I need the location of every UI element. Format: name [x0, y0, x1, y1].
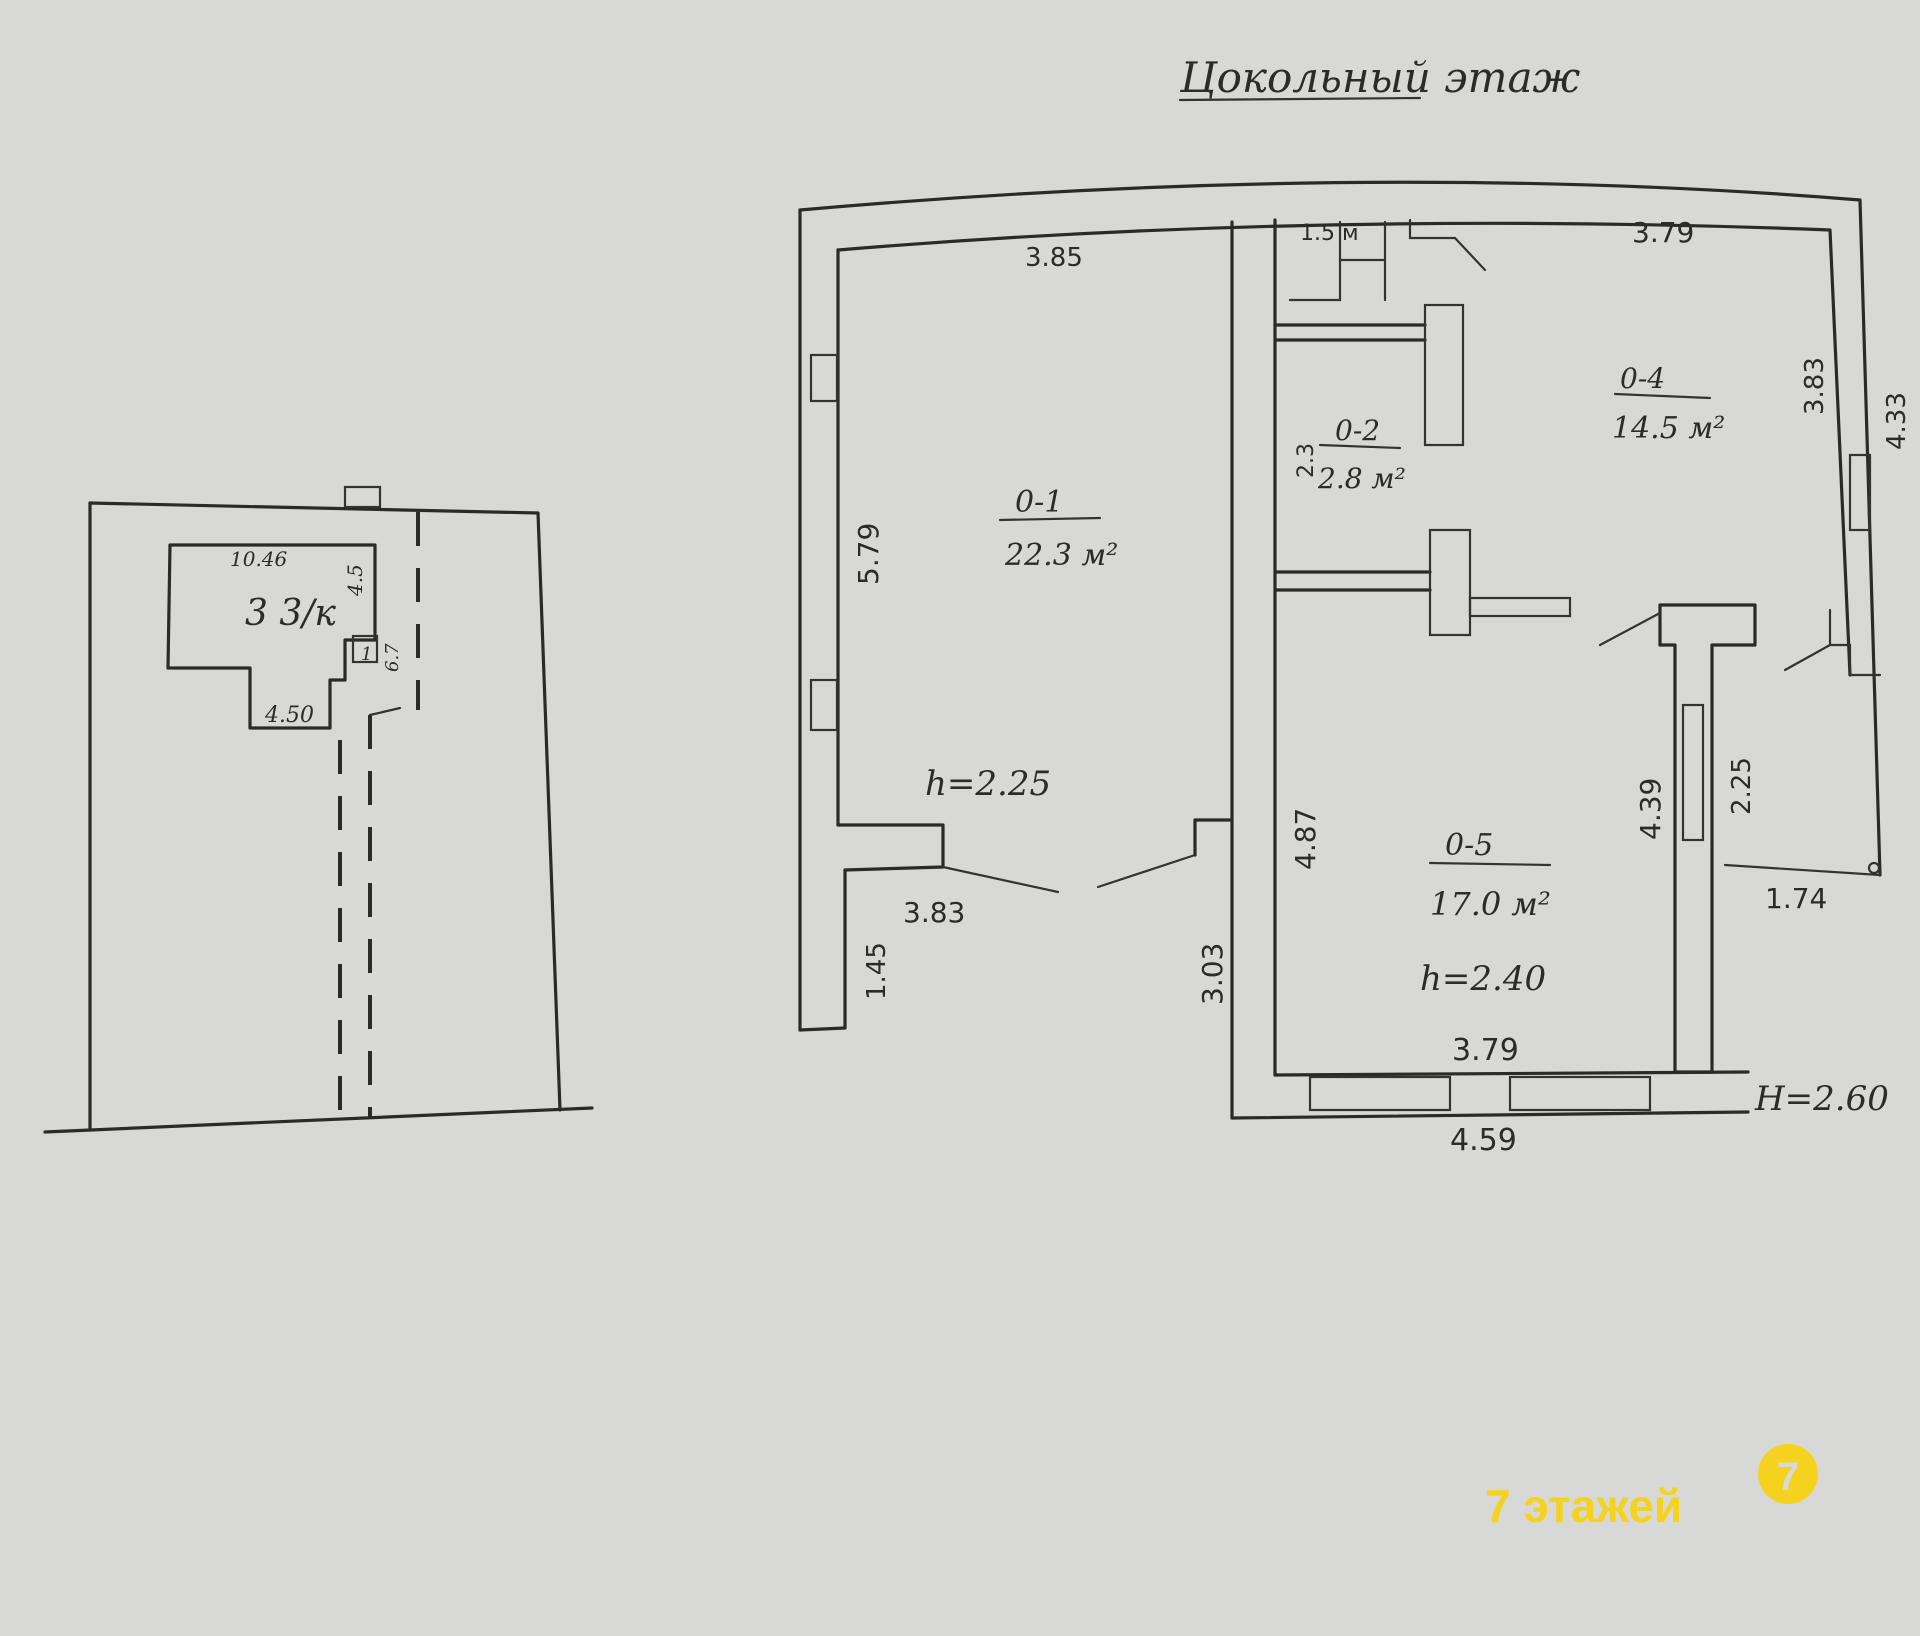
room-0-1-underline — [998, 516, 1102, 522]
room-0-1-id: 0-1 — [1015, 485, 1063, 520]
site-boundary-top-right — [88, 501, 562, 1112]
dim-top-right-width: 3.79 — [1632, 216, 1694, 249]
site-gate-marker — [343, 485, 382, 509]
dim-top-left-width: 3.85 — [1025, 243, 1083, 273]
door-swing-right — [1096, 853, 1197, 889]
dim-bottom-left-short: 1.45 — [862, 942, 892, 1000]
dim-right-inner: 3.83 — [1800, 357, 1830, 415]
room-0-5-area: 17.0 м² — [1430, 885, 1551, 923]
dim-top-stair: 1.5 м — [1300, 221, 1359, 246]
outer-wall-top-curved — [798, 180, 1882, 877]
door-swing-left — [941, 865, 1060, 894]
stair-entry — [1408, 218, 1487, 272]
right-wall-step — [1828, 608, 1882, 677]
site-path-connector — [368, 706, 402, 717]
room-0-5-id: 0-5 — [1445, 828, 1493, 863]
dim-bottom-outer-width: 4.59 — [1450, 1123, 1517, 1158]
room-0-2-id: 0-2 — [1335, 414, 1380, 447]
height-room-0-1: h=2.25 — [925, 764, 1051, 804]
site-building-label: 3 3/к — [245, 593, 336, 634]
central-partition-stub — [1468, 596, 1572, 618]
brand-logo-text: 7 этажей — [1485, 1480, 1682, 1532]
outer-wall-bottom — [1230, 1110, 1750, 1120]
inner-wall-bottom — [1273, 1070, 1750, 1077]
dim-room-0-5-height: 4.87 — [1289, 808, 1322, 870]
dim-corridor-height: 4.39 — [1634, 778, 1667, 840]
site-width-label: 10.46 — [230, 547, 288, 571]
room-0-1-area: 22.3 м² — [1004, 538, 1118, 573]
outer-wall-left-bottom — [798, 1026, 847, 1032]
corridor-wall — [1658, 603, 1757, 1074]
basement-floor-plan: 0-1 22.3 м² 0-2 2.8 м² 0-4 14.5 м² 0-5 1… — [798, 180, 1912, 1158]
site-porch-marker — [351, 634, 379, 664]
dim-bottom-left-width: 3.83 — [903, 896, 965, 929]
right-corner-mark — [1867, 861, 1881, 875]
corridor-niche — [1681, 703, 1705, 842]
window-bottom-right — [1508, 1075, 1652, 1112]
site-boundary-bottom — [43, 1106, 594, 1134]
dim-right-offset: 1.74 — [1765, 882, 1827, 915]
window-left-upper — [809, 353, 839, 403]
room-0-2-underline — [1318, 443, 1402, 450]
brand-logo-badge-number: 7 — [1777, 1455, 1799, 1499]
title-underline — [1178, 96, 1422, 102]
site-building-footprint — [166, 543, 377, 730]
site-plan: 10.46 3 3/к 4.50 4.5 6.7 1 — [43, 485, 594, 1134]
room-0-5-underline — [1428, 861, 1552, 867]
room-0-1-bottom-wall-left — [836, 823, 945, 872]
door-swing-corridor — [1598, 611, 1662, 647]
room-0-4-id: 0-4 — [1620, 362, 1665, 395]
room-0-2-closet — [1423, 303, 1465, 447]
room-0-2-area: 2.8 м² — [1317, 462, 1406, 495]
room-0-4-area: 14.5 м² — [1612, 411, 1725, 446]
dim-small-room-side: 2.3 — [1294, 443, 1319, 478]
height-building: H=2.60 — [1754, 1079, 1889, 1119]
door-swing-right-wall — [1783, 643, 1832, 672]
plan-title: Цокольный этаж — [1179, 53, 1581, 102]
dim-right-outer: 4.33 — [1882, 392, 1912, 450]
site-marker-label: 6.7 — [382, 643, 403, 672]
window-right — [1848, 453, 1872, 532]
brand-logo: 7 этажей 7 — [1485, 1444, 1818, 1532]
central-pillar — [1428, 528, 1472, 637]
dim-middle-wall: 3.03 — [1196, 943, 1229, 1005]
stair-steps — [1288, 220, 1387, 302]
height-room-0-5: h=2.40 — [1420, 959, 1546, 999]
window-left-lower — [809, 678, 839, 732]
site-gate-label: 1 — [361, 644, 372, 665]
room-0-4-underline — [1613, 392, 1712, 400]
inner-wall-top — [836, 221, 1852, 677]
dim-right-small: 2.25 — [1727, 757, 1757, 815]
site-depth-label: 4.5 — [343, 564, 367, 597]
dim-left-height: 5.79 — [852, 523, 885, 585]
site-bottom-label: 4.50 — [264, 703, 314, 728]
room-0-1-bottom-wall-right — [1193, 818, 1234, 857]
dim-bottom-inner-width: 3.79 — [1452, 1033, 1519, 1068]
right-offset-line — [1723, 863, 1882, 877]
brand-logo-badge-icon — [1758, 1444, 1818, 1504]
window-bottom-left — [1308, 1075, 1452, 1112]
